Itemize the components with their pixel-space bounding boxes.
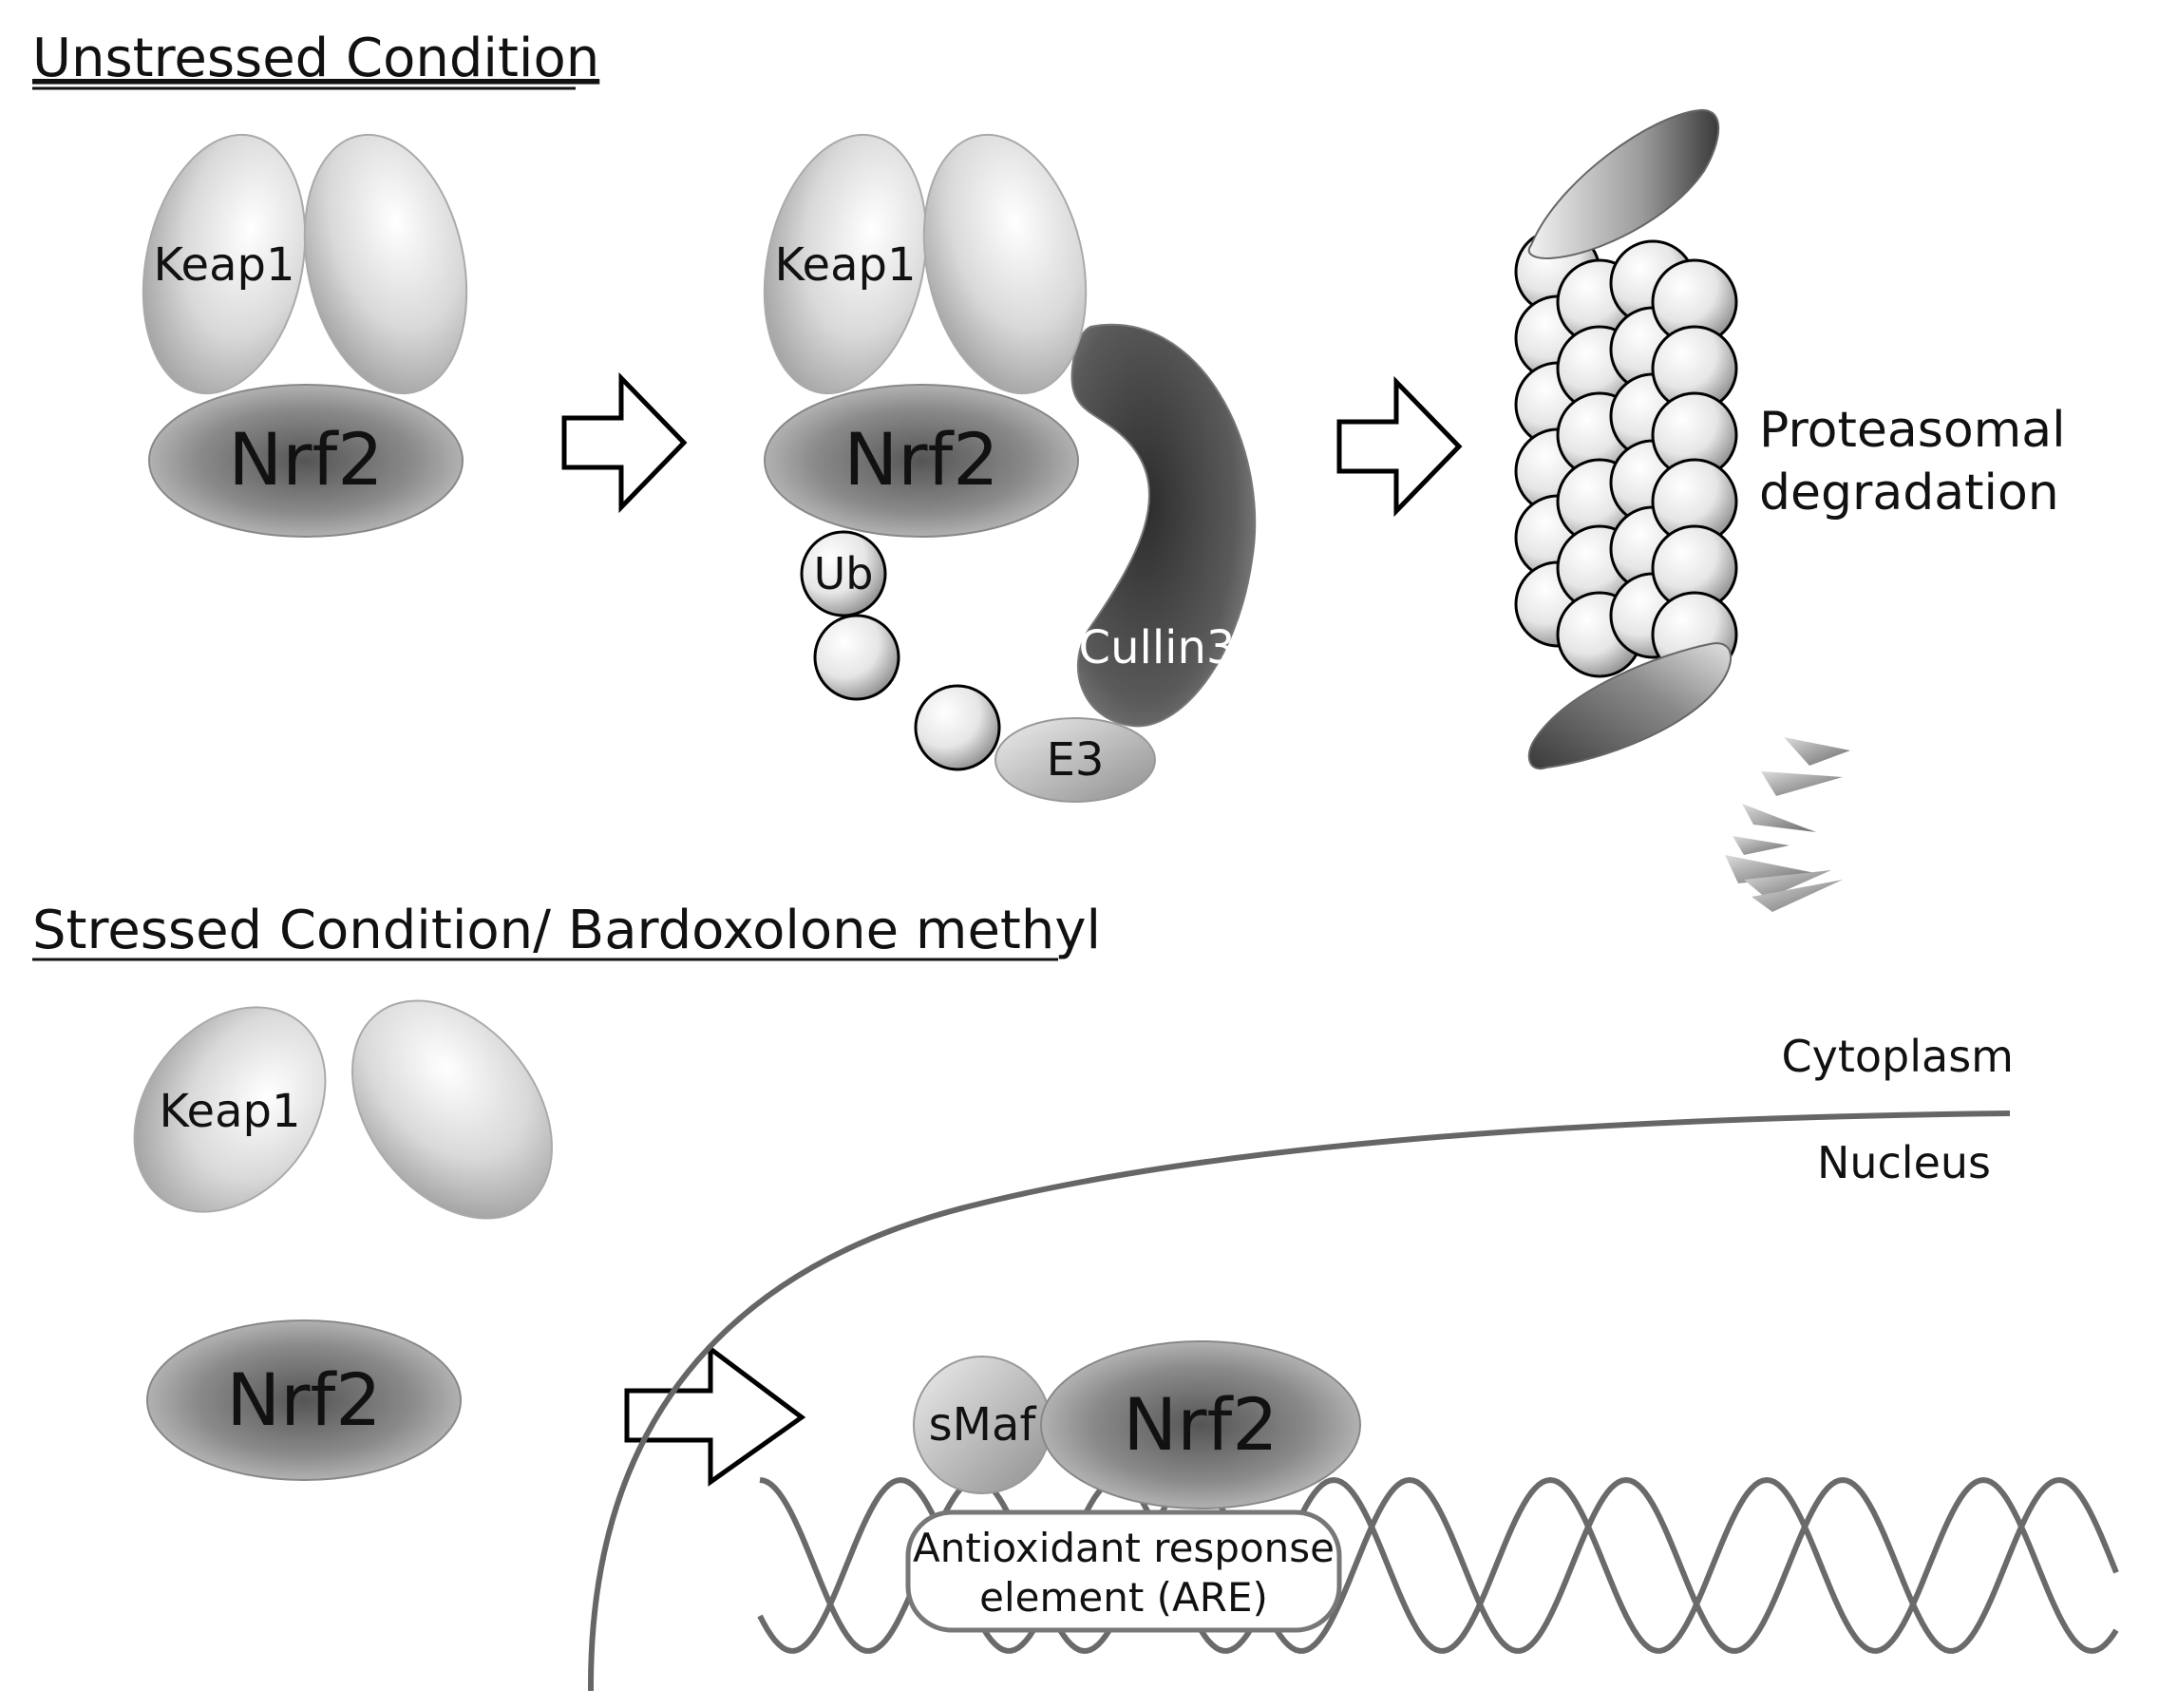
ub-1 (800, 530, 887, 617)
are-label-line2: element (ARE) (979, 1574, 1268, 1621)
keap1-dimer-1: Keap1 (142, 133, 468, 395)
keap1-label-2: Keap1 (774, 238, 916, 292)
proteasome-cap-bottom (1527, 642, 1732, 770)
arrow-1 (561, 371, 688, 514)
dna-strand-2 (757, 1476, 2119, 1654)
are-label-line1: Antioxidant response (913, 1525, 1335, 1571)
ub-2 (813, 614, 900, 701)
proteasome (1514, 108, 1738, 770)
e3-label: E3 (1047, 733, 1105, 787)
proteasomal-label-line2: degradation (1759, 465, 2059, 522)
proteasome-cap-top (1527, 108, 1720, 260)
nrf2-4: Nrf2 (1040, 1340, 1361, 1509)
arrow-2 (1336, 375, 1463, 518)
nrf2-label-1: Nrf2 (228, 417, 383, 502)
smaf: sMaf (913, 1356, 1051, 1494)
are-element: Antioxidant response element (ARE) (905, 1509, 1342, 1633)
heading-unstressed: Unstressed Condition (32, 28, 599, 89)
keap1-dimer-2: Keap1 (763, 133, 1088, 395)
nucleus-label: Nucleus (1817, 1137, 1991, 1188)
arrow-3 (624, 1344, 806, 1487)
e3: E3 (994, 717, 1156, 803)
proteasomal-label-line1: Proteasomal (1759, 402, 2066, 459)
degraded-peptide-fragments (1725, 737, 1850, 912)
ub-3 (914, 684, 1001, 771)
nuclear-membrane (587, 1110, 2011, 1692)
nrf2-label-3: Nrf2 (226, 1357, 381, 1442)
cytoplasm-label: Cytoplasm (1782, 1031, 2014, 1082)
cullin3: Cullin3 (1070, 323, 1257, 728)
smaf-label: sMaf (929, 1398, 1037, 1452)
heading-stressed: Stressed Condition/ Bardoxolone methyl (32, 900, 1101, 961)
keap1-dimer-3: Keap1 (133, 999, 553, 1220)
nrf2-1: Nrf2 (148, 384, 464, 538)
ub-label: Ub (814, 548, 874, 599)
ubiquitin-chain: Ub (800, 530, 1001, 771)
keap1-label-3: Keap1 (159, 1085, 300, 1138)
keap1-label-1: Keap1 (153, 238, 294, 292)
nrf2-3: Nrf2 (146, 1319, 462, 1481)
cullin3-label: Cullin3 (1079, 621, 1236, 674)
nrf2-label-2: Nrf2 (843, 417, 998, 502)
nrf2-label-4: Nrf2 (1123, 1382, 1278, 1467)
nrf2-2: Nrf2 (764, 384, 1079, 538)
